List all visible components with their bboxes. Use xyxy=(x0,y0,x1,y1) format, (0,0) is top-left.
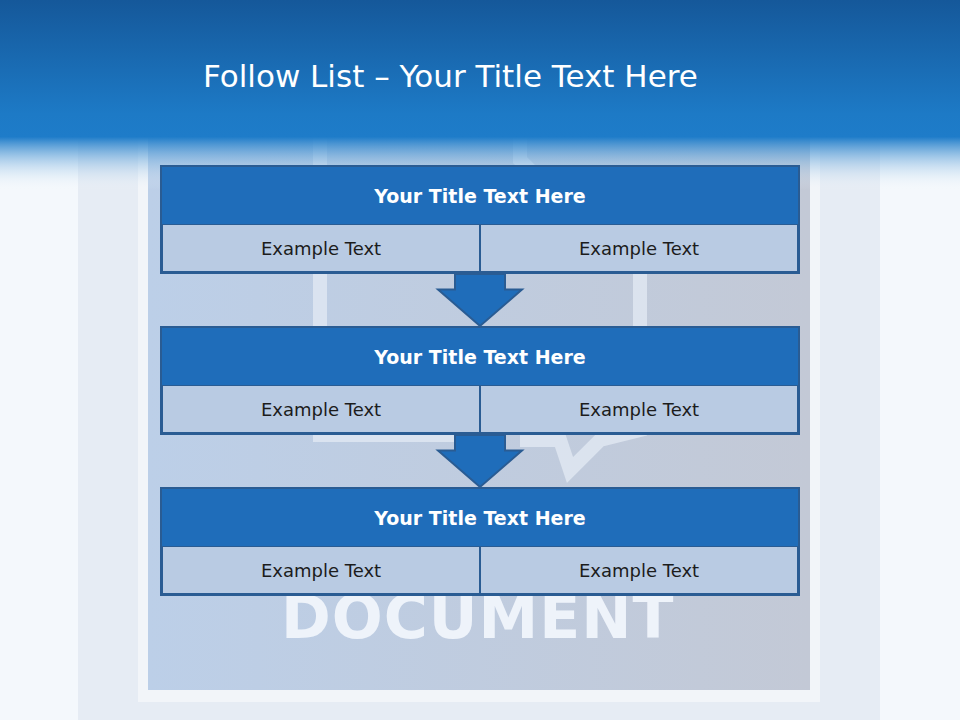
step-box: Your Title Text HereExample Text Example … xyxy=(160,326,800,435)
step-title: Your Title Text Here xyxy=(162,489,798,546)
slide-title: Follow List – Your Title Text Here xyxy=(203,54,698,98)
detail-cell: Example Text xyxy=(480,546,798,594)
detail-text: Example Text xyxy=(569,232,709,265)
step-title: Your Title Text Here xyxy=(162,328,798,385)
block-arrow xyxy=(438,274,522,326)
step-box: Your Title Text HereExample Text Example … xyxy=(160,487,800,596)
step-title: Your Title Text Here xyxy=(162,167,798,224)
detail-cell: Example Text xyxy=(162,224,480,272)
detail-cell: Example Text xyxy=(480,224,798,272)
detail-cell: Example Text xyxy=(162,385,480,433)
detail-text: Example Text xyxy=(251,554,391,587)
detail-text: Example Text xyxy=(569,554,709,587)
detail-cell: Example Text xyxy=(162,546,480,594)
detail-text: Example Text xyxy=(251,232,391,265)
detail-text: Example Text xyxy=(251,393,391,426)
step-box: Your Title Text HereExample Text Example … xyxy=(160,165,800,274)
detail-cell: Example Text xyxy=(480,385,798,433)
block-arrow xyxy=(438,435,522,487)
detail-text: Example Text xyxy=(569,393,709,426)
